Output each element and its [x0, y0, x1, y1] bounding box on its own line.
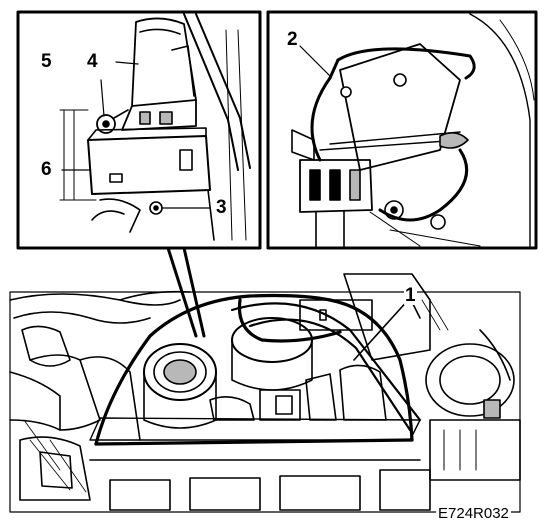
detail-inset-connector: [266, 10, 538, 250]
engine-bay-view: [9, 273, 521, 513]
callout-part-4: 4: [86, 51, 99, 72]
callout-part-6: 6: [40, 159, 53, 180]
callout-part-5: 5: [40, 51, 53, 72]
callout-part-3: 3: [215, 197, 228, 218]
leader-line-1: [353, 297, 411, 361]
callout-part-1: 1: [404, 285, 417, 306]
callout-part-2: 2: [286, 29, 299, 50]
inset-pointer: [166, 246, 206, 338]
detail-inset-control-module: [16, 10, 262, 250]
figure-code: E724R032: [436, 505, 511, 522]
